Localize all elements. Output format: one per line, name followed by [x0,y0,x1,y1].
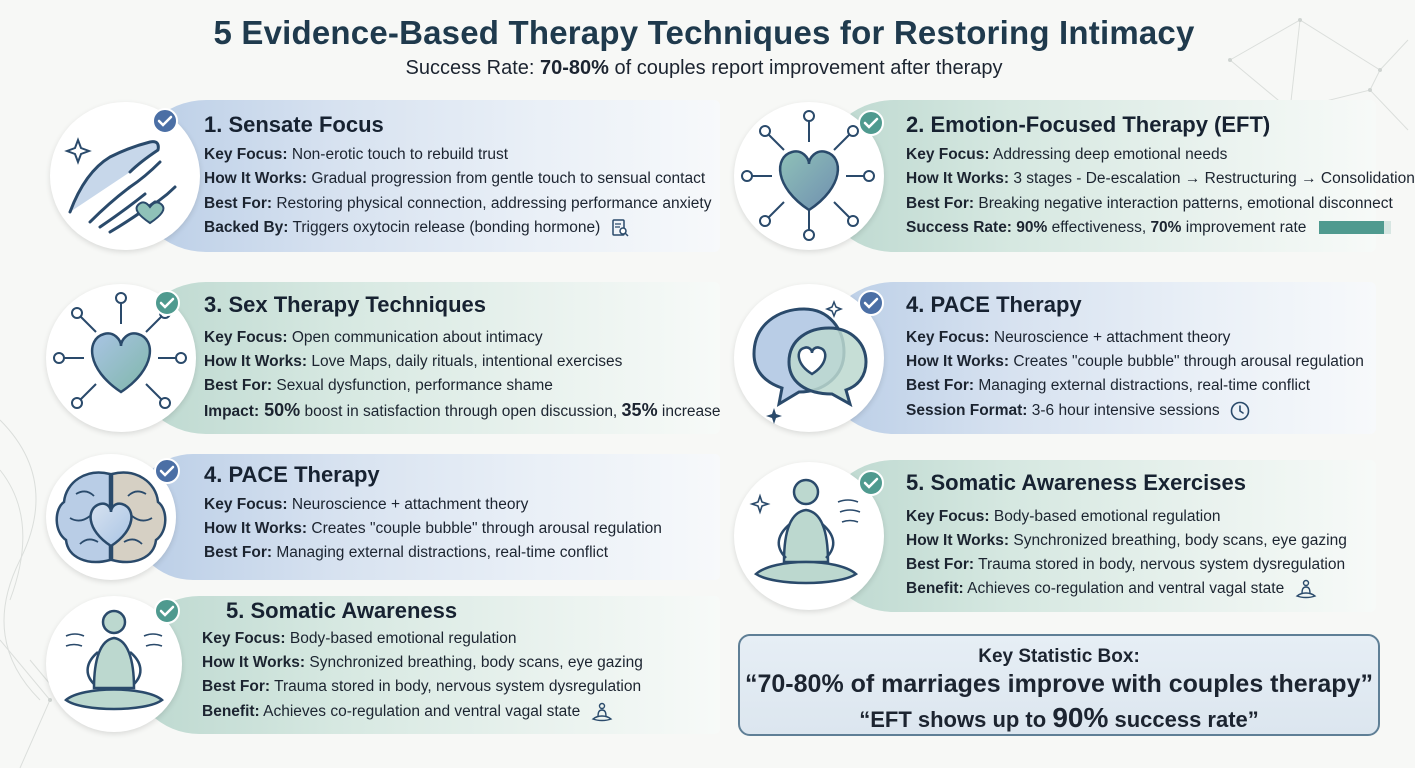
card-line-benefit: Benefit: Achieves co-regulation and vent… [202,702,613,722]
card-line-best-for: Best For: Sexual dysfunction, performanc… [204,377,553,394]
icon-disc [46,454,176,580]
meditation-small-icon [1295,579,1316,599]
card-line-best-for: Best For: Restoring physical connection,… [204,195,712,212]
card-band [818,282,1376,434]
stat-box-title: Key Statistic Box: [978,646,1140,667]
check-badge-icon [858,110,884,136]
card-pace-therapy-left: 4. PACE Therapy Key Focus: Neuroscience … [40,454,720,580]
card-line-key-focus: Key Focus: Addressing deep emotional nee… [906,146,1228,163]
card-band [130,454,720,580]
card-pace-therapy-right: 4. PACE Therapy Key Focus: Neuroscience … [728,282,1376,434]
card-line-best-for: Best For: Managing external distractions… [204,544,609,561]
card-line-success-rate: Success Rate: 90% effectiveness, 70% imp… [906,219,1391,237]
success-rate-bar [1318,221,1391,235]
card-line-key-focus: Key Focus: Non-erotic touch to rebuild t… [204,146,509,163]
check-badge-icon [858,290,884,316]
card-line-benefit: Benefit: Achieves co-regulation and vent… [906,579,1317,599]
subtitle-success-rate: 70-80% [540,57,609,79]
clock-icon [1230,401,1250,421]
card-line-backed-by: Backed By: Triggers oxytocin release (bo… [204,219,629,237]
check-badge-icon [152,108,178,134]
card-title: 4. PACE Therapy [204,462,380,487]
card-band [130,596,720,734]
card-line-key-focus: Key Focus: Body-based emotional regulati… [906,508,1221,525]
card-title: 2. Emotion-Focused Therapy (EFT) [906,112,1271,137]
card-line-key-focus: Key Focus: Neuroscience + attachment the… [204,496,529,513]
speech-bubbles-heart-icon [752,299,868,424]
check-badge-icon [154,598,180,624]
check-badge-icon [154,290,180,316]
check-badge-icon [154,458,180,484]
radiating-heart-icon [741,110,875,241]
card-line-session-format: Session Format: 3-6 hour intensive sessi… [906,401,1250,421]
card-line-key-focus: Key Focus: Neuroscience + attachment the… [906,329,1231,346]
success-rate-bar-fill [1318,221,1384,235]
icon-disc [46,596,182,732]
meditation-figure-icon [64,609,164,711]
card-line-impact: Impact: 50% boost in satisfaction throug… [204,400,721,420]
icon-disc [734,284,884,432]
hands-heart-icon [64,137,177,234]
card-line-how-it-works: How It Works: 3 stages - De-escalation →… [906,170,1415,187]
card-line-how-it-works: How It Works: Synchronized breathing, bo… [906,532,1347,549]
check-badge-icon [858,470,884,496]
page-subtitle: Success Rate: 70-80% of couples report i… [0,57,1408,80]
stat-box-quote-2: “EFT shows up to 90% success rate” [859,702,1259,733]
card-sensate-focus: 1. Sensate Focus Key Focus: Non-erotic t… [40,100,720,252]
card-somatic-awareness-left: 5. Somatic Awareness Key Focus: Body-bas… [40,596,720,734]
icon-disc [46,284,196,432]
card-title: 5. Somatic Awareness Exercises [906,470,1246,495]
meditation-small-icon [591,702,612,722]
subtitle-prefix: Success Rate: [405,57,541,79]
card-line-best-for: Best For: Breaking negative interaction … [906,195,1393,212]
meditation-figure-icon [749,478,861,585]
card-line-how-it-works: How It Works: Gradual progression from g… [204,170,706,187]
card-line-best-for: Best For: Managing external distractions… [906,377,1311,394]
card-sex-therapy-techniques: 3. Sex Therapy Techniques Key Focus: Ope… [40,282,720,434]
card-emotion-focused-therapy: 2. Emotion-Focused Therapy (EFT) Key Foc… [728,100,1415,252]
card-line-how-it-works: How It Works: Love Maps, daily rituals, … [204,353,623,370]
card-line-best-for: Best For: Trauma stored in body, nervous… [202,678,642,695]
card-band [818,460,1376,612]
card-line-how-it-works: How It Works: Synchronized breathing, bo… [202,654,643,671]
research-document-icon [611,219,629,237]
subtitle-suffix: of couples report improvement after ther… [608,57,1003,79]
page-title: 5 Evidence-Based Therapy Techniques for … [213,14,1195,51]
card-band [130,282,720,434]
card-band [130,100,720,252]
stat-box-quote-1: “70-80% of marriages improve with couple… [745,670,1373,698]
card-title: 1. Sensate Focus [204,112,384,137]
card-somatic-awareness-exercises: 5. Somatic Awareness Exercises Key Focus… [728,460,1376,612]
card-band [818,100,1376,252]
key-statistic-box: Key Statistic Box: “70-80% of marriages … [738,634,1380,736]
card-line-how-it-works: How It Works: Creates "couple bubble" th… [204,520,662,537]
card-line-how-it-works: How It Works: Creates "couple bubble" th… [906,353,1364,370]
card-line-best-for: Best For: Trauma stored in body, nervous… [906,556,1346,573]
brain-heart-icon [55,471,167,564]
card-line-key-focus: Key Focus: Body-based emotional regulati… [202,630,517,647]
card-title: 5. Somatic Awareness [226,598,458,623]
card-line-key-focus: Key Focus: Open communication about inti… [204,329,543,346]
card-title: 3. Sex Therapy Techniques [204,292,487,317]
card-title: 4. PACE Therapy [906,292,1082,317]
radiating-heart-icon [53,292,187,409]
